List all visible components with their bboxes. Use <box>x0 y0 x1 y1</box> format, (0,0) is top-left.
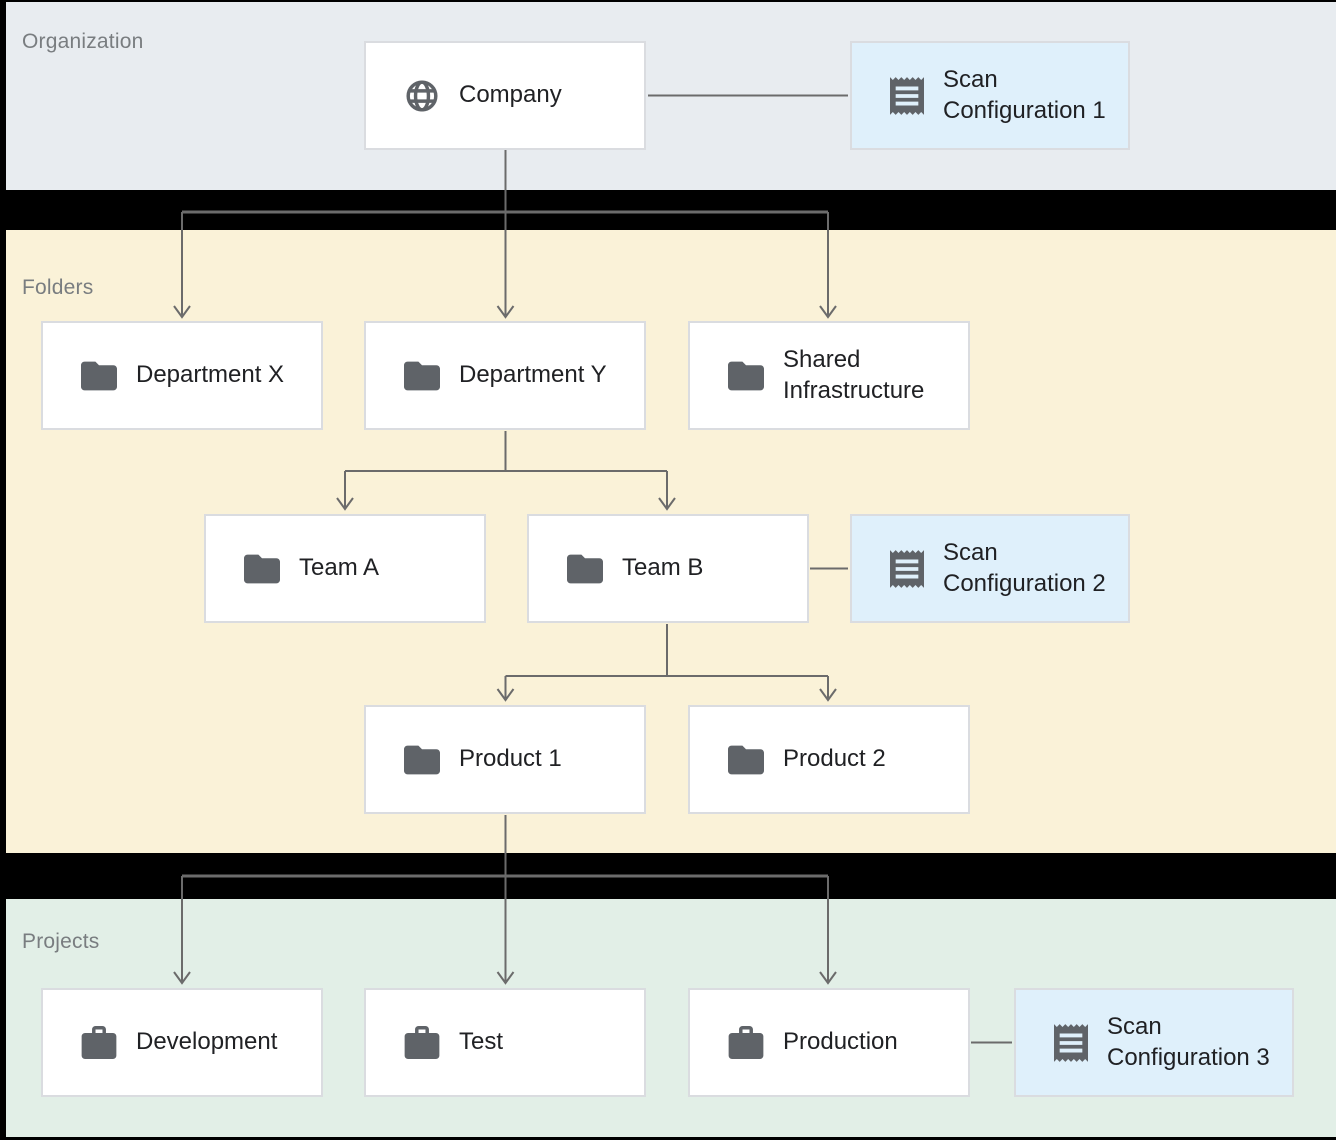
node-label: Department X <box>136 361 285 389</box>
node-production: Production <box>688 988 970 1097</box>
node-company: Company <box>364 41 646 150</box>
folder-icon <box>404 745 440 775</box>
globe-icon <box>404 78 440 114</box>
node-label: Team B <box>622 554 704 582</box>
organization-band <box>6 2 1336 190</box>
node-test: Test <box>364 988 646 1097</box>
folder-icon <box>404 361 440 391</box>
briefcase-icon <box>728 1026 764 1059</box>
organization-band-label: Organization <box>22 30 144 53</box>
node-label: Product 1 <box>459 745 562 773</box>
folders-band-label: Folders <box>22 276 94 299</box>
receipt-icon <box>890 76 924 116</box>
node-label: Development <box>136 1028 278 1056</box>
folder-icon <box>567 554 603 584</box>
node-label: Production <box>783 1028 898 1056</box>
node-label: Scan Configuration 1 <box>943 65 1106 124</box>
node-label: Team A <box>299 554 380 582</box>
briefcase-icon <box>404 1026 440 1059</box>
node-team-b: Team B <box>527 514 809 623</box>
node-development: Development <box>41 988 323 1097</box>
node-department-y: Department Y <box>364 321 646 430</box>
node-team-a: Team A <box>204 514 486 623</box>
folder-icon <box>244 554 280 584</box>
folder-icon <box>728 745 764 775</box>
node-scan-configuration-1: Scan Configuration 1 <box>850 41 1130 150</box>
node-scan-configuration-3: Scan Configuration 3 <box>1014 988 1294 1097</box>
node-label: Scan Configuration 3 <box>1107 1012 1270 1071</box>
folder-icon <box>81 361 117 391</box>
folder-icon <box>728 361 764 391</box>
node-product-1: Product 1 <box>364 705 646 814</box>
projects-band-label: Projects <box>22 930 100 953</box>
node-label: Scan Configuration 2 <box>943 538 1106 597</box>
node-label: Company <box>459 81 562 109</box>
node-label: Product 2 <box>783 745 886 773</box>
node-department-x: Department X <box>41 321 323 430</box>
node-shared-infrastructure: Shared Infrastructure <box>688 321 970 430</box>
node-label: Shared Infrastructure <box>783 345 925 404</box>
node-label: Test <box>459 1028 504 1056</box>
node-scan-configuration-2: Scan Configuration 2 <box>850 514 1130 623</box>
receipt-icon <box>1054 1023 1088 1063</box>
receipt-icon <box>890 549 924 589</box>
briefcase-icon <box>81 1026 117 1059</box>
node-label: Department Y <box>459 361 607 389</box>
node-product-2: Product 2 <box>688 705 970 814</box>
